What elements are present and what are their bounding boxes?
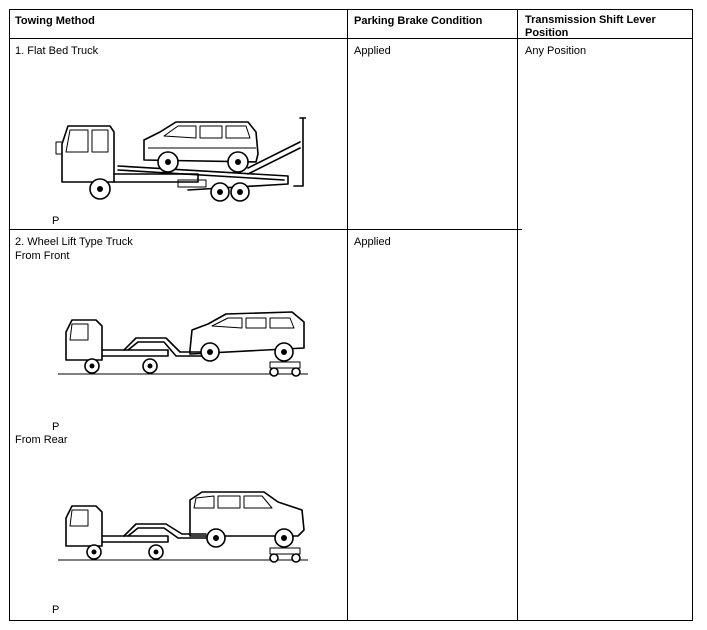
wheel-lift-front-illustration: [58, 311, 308, 377]
row-wheel-lift-brake: Applied: [354, 236, 391, 248]
towing-table: Towing Method Parking Brake Condition Tr…: [9, 9, 693, 621]
wheel-lift-rear-illustration: [58, 491, 308, 563]
flat-bed-truck-illustration: [55, 117, 306, 202]
row-flat-bed-title: 1. Flat Bed Truck: [15, 45, 99, 57]
row-divider: [10, 229, 522, 230]
header-divider: [10, 38, 692, 39]
header-parking-brake: Parking Brake Condition: [354, 15, 483, 27]
row-wheel-lift-title: 2. Wheel Lift Type Truck: [15, 236, 133, 248]
subsection-from-rear: From Rear: [15, 434, 68, 446]
header-towing-method: Towing Method: [15, 15, 95, 27]
column-divider: [347, 10, 348, 620]
from-rear-figure-label: P: [52, 604, 60, 616]
flat-bed-figure-label: P: [52, 215, 60, 227]
from-front-figure-label: P: [52, 421, 60, 433]
row-flat-bed-brake: Applied: [354, 45, 391, 57]
row-flat-bed-shift: Any Position: [525, 45, 587, 57]
column-divider: [517, 10, 518, 620]
header-shift-lever: Transmission Shift Lever Position: [525, 14, 656, 39]
subsection-from-front: From Front: [15, 250, 70, 262]
